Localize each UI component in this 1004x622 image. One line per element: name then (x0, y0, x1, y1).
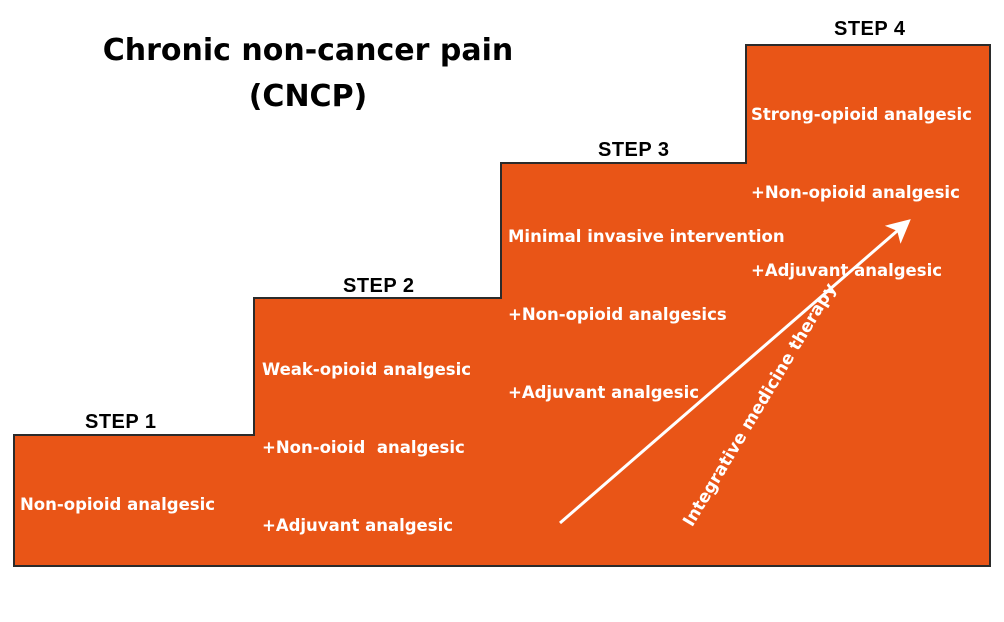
step-2-content: Weak-opioid analgesic +Non-oioid analges… (262, 305, 471, 565)
staircase-shape (13, 44, 991, 567)
staircase-diagram (13, 44, 991, 567)
step-4-content: Strong-opioid analgesic +Non-opioid anal… (751, 50, 972, 310)
step-3-line: +Adjuvant analgesic (508, 383, 700, 402)
diagram-title: Chronic non-cancer pain (102, 33, 514, 68)
step-3-label: STEP 3 (598, 139, 670, 161)
step-1-content: Non-opioid analgesic + Adjuvant analgesi… (20, 440, 217, 622)
therapy-arrow (559, 219, 911, 525)
step-1-label: STEP 1 (85, 411, 157, 433)
step-2-line: +Non-oioid analgesic (262, 438, 465, 457)
step-4-line: +Adjuvant analgesic (751, 261, 943, 280)
diagram-subtitle: (CNCP) (248, 79, 368, 114)
step-4-line: +Non-opioid analgesic (751, 183, 960, 202)
step-3-line: Minimal invasive intervention (508, 227, 785, 246)
step-2-label: STEP 2 (343, 275, 415, 297)
step-2-line: +Adjuvant analgesic (262, 516, 454, 535)
step-4-line: Strong-opioid analgesic (751, 105, 972, 124)
step-1-line: Non-opioid analgesic (20, 495, 216, 514)
step-3-line: +Non-opioid analgesics (508, 305, 727, 324)
step-1-line: + Adjuvant analgesic (20, 573, 217, 592)
step-2-line: Weak-opioid analgesic (262, 360, 472, 379)
step-3-content: Minimal invasive intervention +Non-opioi… (508, 172, 785, 432)
step-4-label: STEP 4 (834, 18, 906, 40)
